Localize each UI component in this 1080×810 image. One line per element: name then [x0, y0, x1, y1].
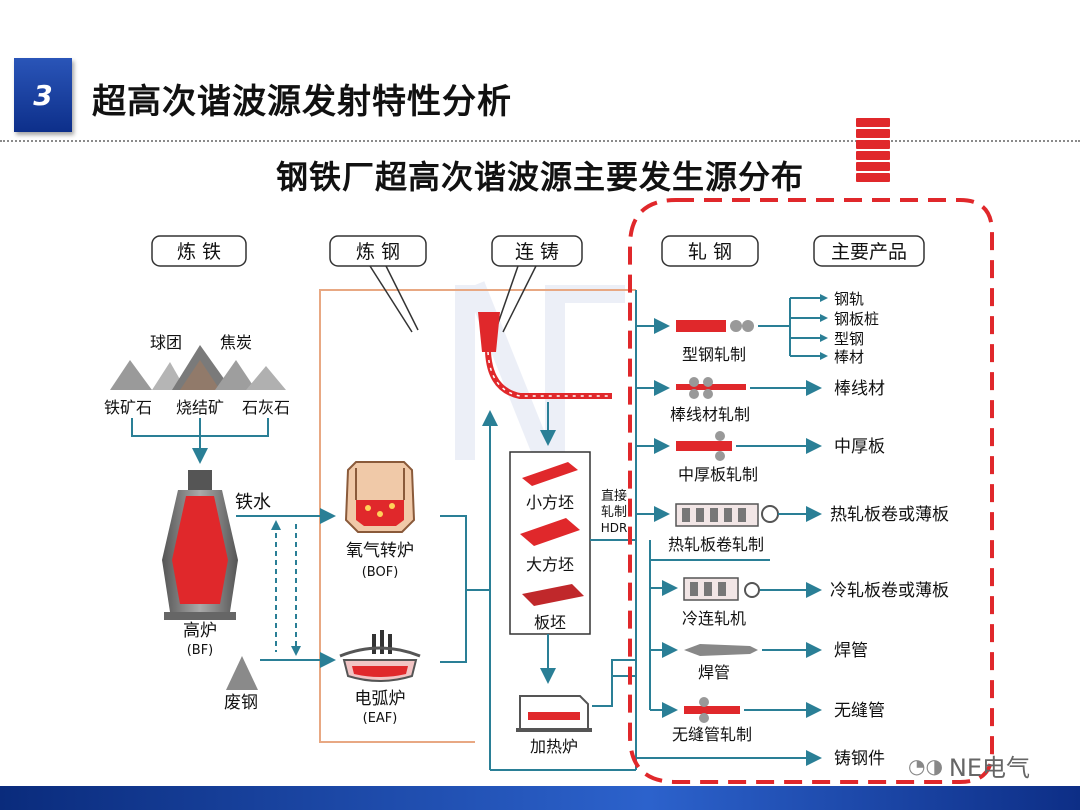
- hdr-line2: 轧制: [601, 505, 627, 520]
- raw-material-piles: 球团 焦炭 铁矿石 烧结矿 石灰石: [104, 333, 290, 464]
- mill-bar-wire-label: 棒线材轧制: [670, 405, 750, 424]
- wechat-watermark: ◔◑ NE电气: [908, 748, 1030, 783]
- continuous-caster-graphic: [478, 312, 612, 399]
- product-plate: 中厚板: [834, 437, 885, 457]
- limestone-label: 石灰石: [242, 398, 290, 417]
- mill-cold-tandem-label: 冷连轧机: [682, 609, 746, 628]
- mill-plate: 中厚板轧制: [636, 431, 758, 484]
- scrap-label: 废钢: [224, 693, 258, 713]
- product-cold-coil: 冷轧板卷或薄板: [830, 581, 949, 601]
- blast-furnace-label: 高炉: [183, 621, 217, 641]
- reheating-furnace-label: 加热炉: [530, 737, 578, 756]
- mill-seamless-label: 无缝管轧制: [672, 725, 752, 744]
- mill-hot-strip: 热轧板卷轧制: [636, 503, 779, 554]
- mill-hot-strip-label: 热轧板卷轧制: [668, 535, 764, 554]
- diagram-title: 钢铁厂超高次谐波源主要发生源分布: [275, 158, 804, 196]
- reheating-furnace-graphic: 加热炉: [516, 695, 592, 756]
- blast-furnace-graphic: 高炉 (BF): [162, 470, 238, 658]
- product-hot-coil: 热轧板卷或薄板: [830, 505, 949, 525]
- eaf-graphic: 电弧炉 (EAF): [339, 630, 421, 726]
- mill-welded-label: 焊管: [698, 663, 730, 682]
- stage-label-steelmaking: 炼 钢: [329, 235, 427, 333]
- stage-rolling-text: 轧 钢: [688, 241, 732, 263]
- large-billet-label: 大方坯: [526, 555, 574, 574]
- scrap-pile: 废钢: [224, 656, 258, 713]
- slab-label: 板坯: [534, 613, 566, 632]
- stage-label-products: 主要产品: [813, 235, 925, 267]
- mill-section-label: 型钢轧制: [682, 345, 746, 364]
- iron-ore-label: 铁矿石: [104, 398, 152, 417]
- watermark-text: NE电气: [948, 754, 1031, 782]
- wechat-icon: ◔◑: [908, 753, 943, 778]
- small-billet-label: 小方坯: [526, 493, 574, 512]
- mill-welded: 焊管: [650, 642, 758, 682]
- product-bar: 棒材: [834, 348, 864, 366]
- stage-label-casting: 连 铸: [491, 235, 583, 333]
- product-welded-pipe: 焊管: [834, 641, 868, 661]
- section-number-badge: 3: [14, 58, 72, 132]
- stage-ironmaking-text: 炼 铁: [177, 241, 221, 263]
- background-watermark: [455, 281, 625, 464]
- stage-products-text: 主要产品: [831, 241, 907, 263]
- title-divider: [0, 140, 1080, 142]
- hot-metal-label: 铁水: [235, 492, 271, 513]
- flow-furnaces-to-casting: [440, 515, 490, 663]
- product-rail: 钢轨: [834, 290, 864, 308]
- bof-graphic: 氧气转炉 (BOF): [344, 461, 416, 580]
- flow-section-products: [758, 297, 820, 357]
- coke-label: 焦炭: [220, 333, 252, 352]
- footer-bar: [0, 786, 1080, 810]
- flow-reheat-to-mill: [592, 659, 636, 707]
- flow-dashed-transfer: [275, 524, 297, 652]
- bof-label: 氧气转炉: [346, 541, 414, 561]
- product-section-steel: 型钢: [834, 330, 864, 348]
- mill-cold-tandem: 冷连轧机: [650, 577, 760, 628]
- stage-steelmaking-text: 炼 钢: [356, 241, 400, 263]
- sinter-label: 烧结矿: [176, 398, 224, 417]
- product-seamless-pipe: 无缝管: [834, 701, 885, 721]
- mill-bar-wire: 棒线材轧制: [636, 377, 750, 424]
- hdr-line1: 直接: [601, 488, 627, 504]
- blast-furnace-abbr: (BF): [187, 643, 214, 658]
- pellet-label: 球团: [150, 333, 182, 352]
- product-sheet-pile: 钢板桩: [834, 310, 879, 328]
- section-number: 3: [33, 78, 53, 112]
- mill-section: 型钢轧制: [636, 318, 754, 364]
- stage-label-ironmaking: 炼 铁: [151, 235, 247, 267]
- slide-title: 超高次谐波源发射特性分析: [92, 82, 512, 122]
- bof-abbr: (BOF): [362, 565, 399, 580]
- billet-box: 小方坯 大方坯 板坯: [509, 451, 591, 635]
- product-casting: 铸钢件: [834, 749, 885, 769]
- hdr-line3: HDR: [601, 521, 628, 535]
- mill-seamless: 无缝管轧制: [650, 697, 752, 744]
- eaf-label: 电弧炉: [355, 689, 406, 709]
- rolling-highlight-outline: [628, 198, 994, 784]
- red-stack-decoration: [856, 118, 890, 184]
- stage-label-rolling: 轧 钢: [661, 235, 759, 267]
- eaf-abbr: (EAF): [363, 711, 398, 726]
- mill-plate-label: 中厚板轧制: [678, 465, 758, 484]
- product-bar-wire: 棒线材: [834, 379, 885, 399]
- stage-casting-text: 连 铸: [515, 241, 559, 263]
